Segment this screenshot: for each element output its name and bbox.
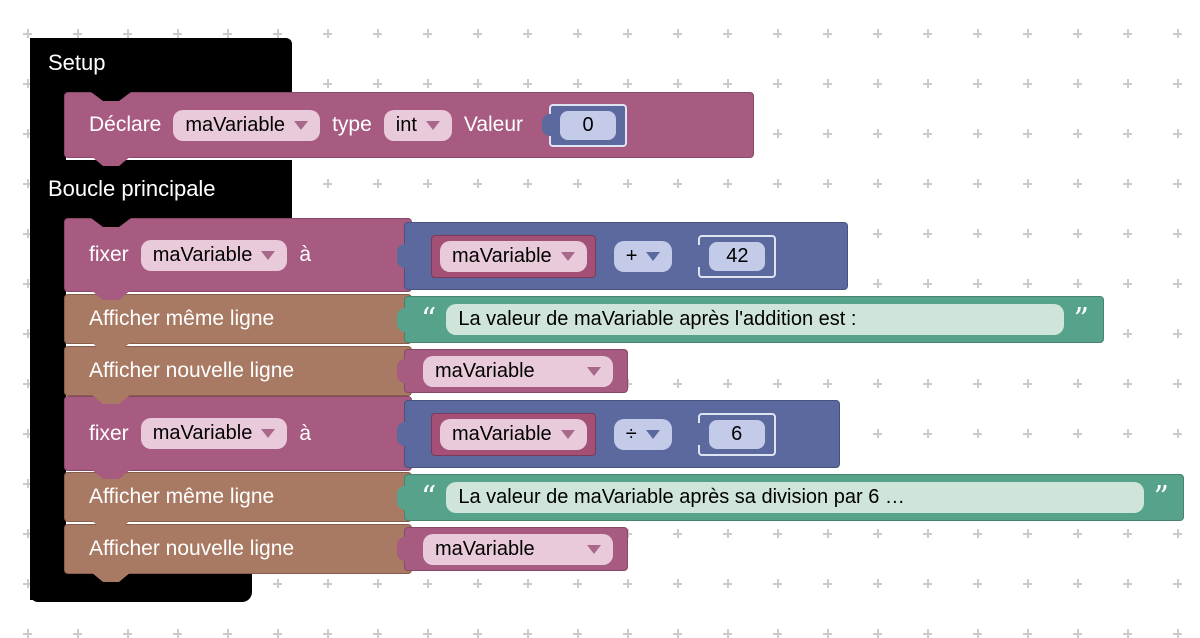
dropdown-arrow-icon xyxy=(294,120,309,130)
operator-value: ÷ xyxy=(625,422,637,445)
declare-type-label: type xyxy=(332,113,372,136)
math-expression-block[interactable]: maVariable + 42 xyxy=(404,222,848,290)
dropdown-arrow-icon xyxy=(587,366,601,376)
operator-dropdown[interactable]: ÷ xyxy=(613,418,672,450)
declare-variable-dropdown[interactable]: maVariable xyxy=(173,109,321,141)
set-keyword-label: fixer xyxy=(89,421,129,445)
set-to-label: à xyxy=(299,421,312,445)
dropdown-arrow-icon xyxy=(560,429,575,439)
print-same-line-label: Afficher même ligne xyxy=(89,307,275,330)
set-to-label: à xyxy=(299,243,312,266)
operand-number-block[interactable]: 42 xyxy=(698,234,777,278)
close-quote-icon: ” xyxy=(1073,302,1089,337)
open-quote-icon: “ xyxy=(421,480,437,515)
variable-getter-block[interactable]: maVariable xyxy=(404,349,628,393)
number-input[interactable]: 0 xyxy=(560,110,617,140)
dropdown-arrow-icon xyxy=(261,250,276,260)
string-input[interactable]: La valeur de maVariable après l'addition… xyxy=(446,304,1064,335)
declare-keyword-label: Déclare xyxy=(89,113,162,136)
declare-variable-block[interactable]: Déclare maVariable type int Valeur 0 xyxy=(64,92,754,158)
print-new-line-block[interactable]: Afficher nouvelle ligne xyxy=(64,524,412,574)
variable-getter-value: maVariable xyxy=(435,359,535,382)
declare-type-dropdown[interactable]: int xyxy=(383,109,452,141)
expression-variable-block[interactable]: maVariable xyxy=(431,412,596,456)
declare-number-block[interactable]: 0 xyxy=(549,103,628,147)
expression-variable-value: maVariable xyxy=(452,422,552,445)
declare-variable-value: maVariable xyxy=(185,113,286,136)
declare-type-value: int xyxy=(395,113,417,136)
set-variable-dropdown[interactable]: maVariable xyxy=(140,418,288,449)
declare-value-label: Valeur xyxy=(463,113,524,136)
container-block-bottom-bar[interactable] xyxy=(30,572,252,602)
expression-variable-block[interactable]: maVariable xyxy=(431,234,596,278)
variable-getter-value: maVariable xyxy=(435,537,535,560)
expression-variable-value: maVariable xyxy=(452,244,552,267)
math-expression-block[interactable]: maVariable ÷ 6 xyxy=(404,400,840,468)
string-input[interactable]: La valeur de maVariable après sa divisio… xyxy=(446,482,1144,513)
dropdown-arrow-icon xyxy=(425,120,440,130)
operand-number-block[interactable]: 6 xyxy=(697,412,776,456)
print-new-line-label: Afficher nouvelle ligne xyxy=(89,359,295,382)
container-block-left-bar[interactable] xyxy=(30,38,66,600)
number-input[interactable]: 6 xyxy=(708,419,765,449)
number-input[interactable]: 42 xyxy=(709,241,766,271)
operator-dropdown[interactable]: + xyxy=(613,240,673,272)
set-variable-block[interactable]: fixer maVariable à xyxy=(64,218,412,292)
container-block-loop-row[interactable] xyxy=(30,160,292,220)
print-same-line-block[interactable]: Afficher même ligne xyxy=(64,294,412,344)
print-same-line-label: Afficher même ligne xyxy=(89,485,275,508)
set-variable-block[interactable]: fixer maVariable à xyxy=(64,396,412,471)
expression-variable-dropdown[interactable]: maVariable xyxy=(440,418,587,450)
variable-getter-dropdown[interactable]: maVariable xyxy=(423,533,613,565)
set-keyword-label: fixer xyxy=(89,243,129,266)
set-variable-value: maVariable xyxy=(152,422,253,444)
setup-section-label: Setup xyxy=(48,50,106,75)
variable-getter-dropdown[interactable]: maVariable xyxy=(423,355,613,387)
loop-section-label: Boucle principale xyxy=(48,176,216,201)
set-variable-dropdown[interactable]: maVariable xyxy=(140,239,288,271)
string-block[interactable]: “ La valeur de maVariable après sa divis… xyxy=(404,474,1184,521)
print-new-line-block[interactable]: Afficher nouvelle ligne xyxy=(64,346,412,396)
operator-value: + xyxy=(625,244,638,267)
container-block-setup-row[interactable] xyxy=(30,38,292,94)
dropdown-arrow-icon xyxy=(646,251,661,261)
dropdown-arrow-icon xyxy=(560,251,575,261)
print-new-line-label: Afficher nouvelle ligne xyxy=(89,537,295,560)
variable-getter-block[interactable]: maVariable xyxy=(404,527,628,571)
print-same-line-block[interactable]: Afficher même ligne xyxy=(64,472,412,522)
set-variable-value: maVariable xyxy=(152,243,253,266)
dropdown-arrow-icon xyxy=(587,544,601,554)
dropdown-arrow-icon xyxy=(261,429,276,438)
expression-variable-dropdown[interactable]: maVariable xyxy=(440,240,587,272)
open-quote-icon: “ xyxy=(421,302,437,337)
close-quote-icon: ” xyxy=(1153,480,1169,515)
string-block[interactable]: “ La valeur de maVariable après l'additi… xyxy=(404,296,1104,343)
dropdown-arrow-icon xyxy=(645,429,660,439)
